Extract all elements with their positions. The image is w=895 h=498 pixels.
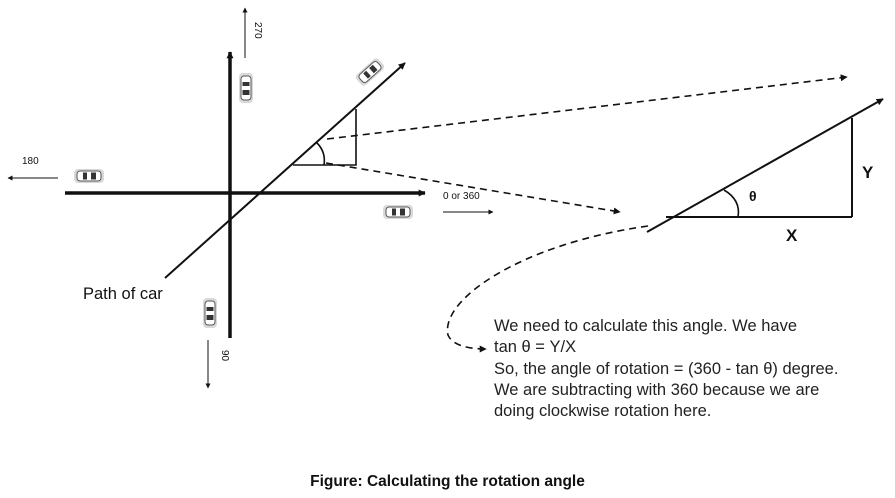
theta-label: θ bbox=[749, 188, 757, 204]
car-icon-down bbox=[203, 298, 217, 328]
label-90: 90 bbox=[219, 350, 230, 362]
label-180: 180 bbox=[22, 156, 39, 167]
label-0-or-360: 0 or 360 bbox=[443, 191, 480, 202]
car-path-arrow bbox=[164, 62, 406, 279]
explanation-line-3: So, the angle of rotation = (360 - tan θ… bbox=[494, 359, 839, 378]
y-side-label: Y bbox=[862, 163, 874, 182]
path-angle-triangle bbox=[293, 109, 357, 166]
explanation-line-4: We are subtracting with 360 because we a… bbox=[494, 380, 820, 399]
dashed-projection-lower bbox=[325, 162, 621, 215]
hypotenuse-arrow bbox=[646, 98, 884, 233]
path-angle-arc bbox=[316, 142, 326, 166]
car-icon-diagonal bbox=[354, 56, 386, 88]
explanation-text: We need to calculate this angle. We have… bbox=[494, 316, 889, 422]
x-side-label: X bbox=[786, 226, 798, 245]
theta-arc bbox=[723, 189, 740, 218]
figure-caption: Figure: Calculating the rotation angle bbox=[310, 473, 585, 490]
car-icon-left bbox=[74, 169, 104, 183]
car-icon-right bbox=[383, 205, 413, 219]
explanation-line-1: We need to calculate this angle. We have bbox=[494, 317, 797, 335]
explanation-line-5: doing clockwise rotation here. bbox=[494, 402, 712, 421]
dashed-projection-upper bbox=[326, 74, 848, 140]
car-icon-up bbox=[239, 73, 253, 103]
label-270: 270 bbox=[252, 22, 263, 39]
dashed-curve-to-text bbox=[446, 225, 649, 353]
path-of-car-label: Path of car bbox=[83, 285, 163, 303]
explanation-line-2: tan θ = Y/X bbox=[494, 338, 577, 357]
